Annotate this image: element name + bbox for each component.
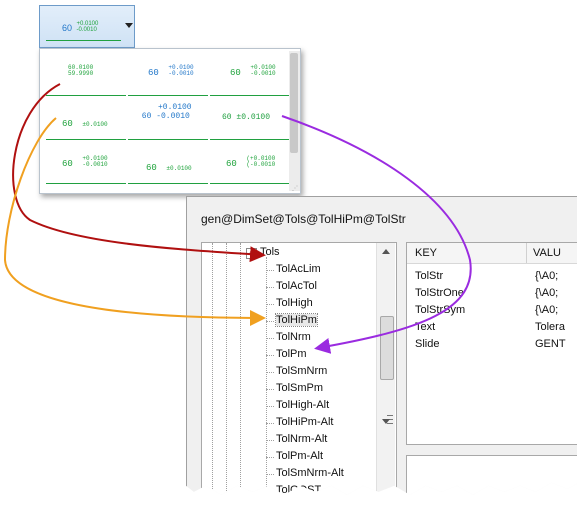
gallery-pm: ±0.0100 xyxy=(236,113,271,122)
tree-item[interactable]: TolHiPm-Alt xyxy=(276,416,334,428)
gallery-nominal: 60 xyxy=(146,163,157,173)
column-header-key[interactable]: KEY xyxy=(415,247,438,259)
gallery-nominal: 60 xyxy=(62,159,73,169)
gallery-item-tolerance-alt[interactable]: 60 +0.0100-0.0010 xyxy=(46,145,126,188)
gallery-nominal: 60 xyxy=(141,112,152,121)
grid-value-cell[interactable]: {\A0; xyxy=(535,304,559,316)
gallery-item-symmetric-small[interactable]: 60 ±0.0100 xyxy=(46,101,126,144)
grid-value-cell[interactable]: GENT xyxy=(535,338,566,350)
grid-key-cell[interactable]: TolStr xyxy=(415,270,444,282)
gallery-scrollbar[interactable] xyxy=(289,51,300,191)
gallery-upper: +0.0100 xyxy=(250,63,276,71)
tree-scrollbar[interactable] xyxy=(376,243,395,495)
tree-item[interactable]: TolNrm xyxy=(276,331,311,343)
gallery-upper: +0.0100 xyxy=(168,63,194,71)
resize-grip-icon[interactable]: ⋰ xyxy=(292,186,298,192)
gallery-item-tolerance-green[interactable]: 60 +0.0100-0.0010 xyxy=(210,57,290,100)
dimension-style-editor: gen@DimSet@Tols@TolHiPm@TolStr − Tols To… xyxy=(186,196,577,495)
gallery-lower: -0.0010 xyxy=(82,160,108,168)
grid-key-cell[interactable]: Slide xyxy=(415,338,440,350)
gallery-scrollbar-thumb[interactable] xyxy=(290,53,298,153)
gallery-upper: +0.0100 xyxy=(158,103,192,112)
tree-item[interactable]: TolHigh-Alt xyxy=(276,399,330,411)
tree-item[interactable]: TolGOST xyxy=(276,484,322,496)
chevron-down-icon[interactable] xyxy=(125,23,133,28)
gallery-pm: ±0.0100 xyxy=(166,165,192,172)
gallery-lower: -0.0010 xyxy=(168,69,194,77)
grid-key-cell[interactable]: Text xyxy=(415,321,436,333)
gallery-nominal: 60 xyxy=(148,68,159,78)
grid-value-cell[interactable]: {\A0; xyxy=(535,270,559,282)
grid-key-cell[interactable]: TolStrSym xyxy=(415,304,466,316)
tree-item[interactable]: TolSmNrm xyxy=(276,365,328,377)
gallery-item-symmetric-green[interactable]: 60 ±0.0100 xyxy=(128,145,208,188)
tree-scrollbar-thumb[interactable] xyxy=(380,316,394,424)
gallery-lower: -0.0010 xyxy=(156,112,190,121)
dropdown-preview: 60 +0.0100 -0.0010 xyxy=(62,18,98,36)
tolerance-style-dropdown[interactable]: 60 +0.0100 -0.0010 xyxy=(39,5,135,48)
gallery-item-parenthesized[interactable]: 60 (+0.0100(-0.0010 xyxy=(210,145,290,188)
tree-node-tols[interactable]: Tols xyxy=(260,246,280,258)
tree-item[interactable]: TolSmNrm-Alt xyxy=(276,467,344,479)
tree-item[interactable]: TolGOST-Alt xyxy=(276,501,338,513)
gallery-item-tolerance[interactable]: 60 +0.0100-0.0010 xyxy=(128,57,208,100)
dropdown-underline xyxy=(46,40,121,41)
tree-item[interactable]: TolNrm-Alt xyxy=(276,433,328,445)
grid-value-cell[interactable]: {\A0; xyxy=(535,287,559,299)
grid-header: KEY VALU xyxy=(407,243,577,264)
tree-item[interactable]: TolAcLim xyxy=(276,263,321,275)
key-value-grid: KEY VALU TolStr {\A0; TolStrOne {\A0; TolStr… xyxy=(406,242,577,445)
tree-item[interactable]: TolPm xyxy=(276,348,307,360)
grid-key-cell[interactable]: TolStrOne xyxy=(415,287,464,299)
gallery-nominal: 60 xyxy=(226,159,237,169)
gallery-upper-limit: 60.0100 xyxy=(68,63,94,71)
tree-item[interactable]: TolHigh xyxy=(276,297,313,309)
dropdown-lower: -0.0010 xyxy=(76,26,97,33)
grid-value-cell[interactable]: Tolera xyxy=(535,321,565,333)
gallery-item-symmetric-blue[interactable]: 60 ±0.0100 xyxy=(210,101,290,144)
tree-item[interactable]: TolHiPm xyxy=(275,313,318,327)
value-preview-panel[interactable] xyxy=(406,455,577,495)
tree-item[interactable]: TolPm-Alt xyxy=(276,450,324,462)
tree-item[interactable]: TolSmPm xyxy=(276,382,324,394)
gallery-nominal: 60 xyxy=(62,119,73,129)
scroll-down-icon[interactable] xyxy=(382,419,390,424)
dropdown-upper: +0.0100 xyxy=(76,20,99,27)
collapse-icon[interactable]: − xyxy=(246,248,257,259)
gallery-lower: -0.0010 xyxy=(250,69,276,77)
breadcrumb-path: gen@DimSet@Tols@TolHiPm@TolStr xyxy=(201,212,406,226)
gallery-item-stacked-blue[interactable]: +0.0100 60 -0.0010 xyxy=(128,101,208,144)
gallery-nominal: 60 xyxy=(222,113,232,122)
gallery-pm: ±0.0100 xyxy=(82,121,108,128)
dropdown-nominal: 60 xyxy=(62,23,73,33)
tree-item[interactable]: TolAcTol xyxy=(276,280,317,292)
gallery-nominal: 60 xyxy=(230,68,241,78)
gallery-lower: (-0.0010 xyxy=(246,160,276,168)
scroll-up-icon[interactable] xyxy=(382,249,390,254)
column-header-value[interactable]: VALU xyxy=(533,247,561,259)
gallery-lower-limit: 59.9990 xyxy=(68,69,94,77)
